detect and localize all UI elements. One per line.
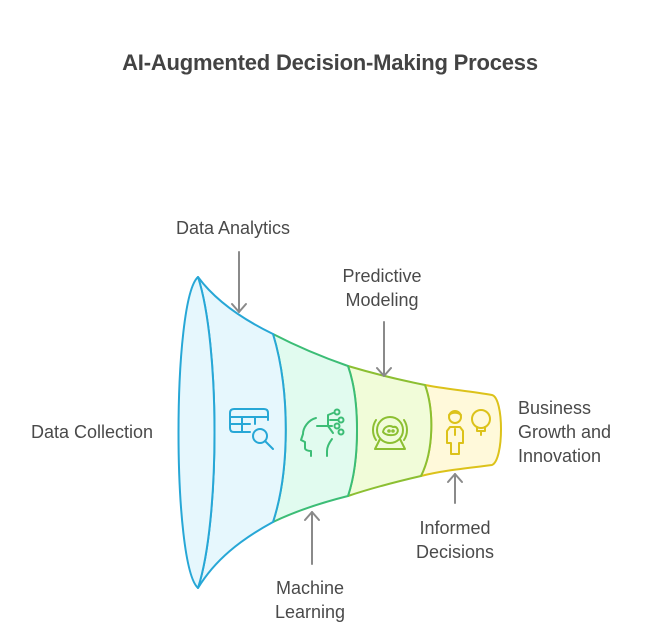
- data-table-search-icon: [229, 408, 274, 450]
- label-business-growth-line2: Growth and: [518, 422, 612, 442]
- label-informed-decisions-line2: Decisions: [415, 542, 495, 562]
- crystal-ball-icon: [372, 416, 408, 450]
- person-lightbulb-icon: [446, 409, 491, 455]
- arrow-predictive-modeling: [376, 321, 392, 377]
- arrow-informed-decisions: [447, 473, 463, 504]
- funnel-mouth-ellipse: [177, 276, 216, 589]
- label-business-growth-line1: Business: [518, 398, 592, 418]
- label-machine-learning: Machine Learning: [260, 576, 360, 624]
- ai-head-network-icon: [300, 408, 345, 457]
- label-business-growth-line3: Innovation: [518, 446, 602, 466]
- label-machine-learning-line1: Machine: [275, 578, 345, 598]
- diagram-title: AI-Augmented Decision-Making Process: [122, 50, 538, 75]
- arrow-data-analytics: [231, 251, 247, 313]
- label-machine-learning-line2: Learning: [274, 602, 346, 622]
- label-predictive-modeling-line2: Modeling: [345, 290, 419, 310]
- label-business-growth: Business Growth and Innovation: [518, 396, 648, 468]
- funnel-segment-informed-decisions: [420, 384, 502, 477]
- label-informed-decisions: Informed Decisions: [405, 516, 505, 564]
- label-predictive-modeling: Predictive Modeling: [330, 264, 434, 312]
- label-data-analytics: Data Analytics: [176, 218, 291, 238]
- arrow-machine-learning: [304, 511, 320, 565]
- label-predictive-modeling-line1: Predictive: [342, 266, 422, 286]
- label-informed-decisions-line1: Informed: [419, 518, 491, 538]
- label-data-collection: Data Collection: [31, 422, 154, 442]
